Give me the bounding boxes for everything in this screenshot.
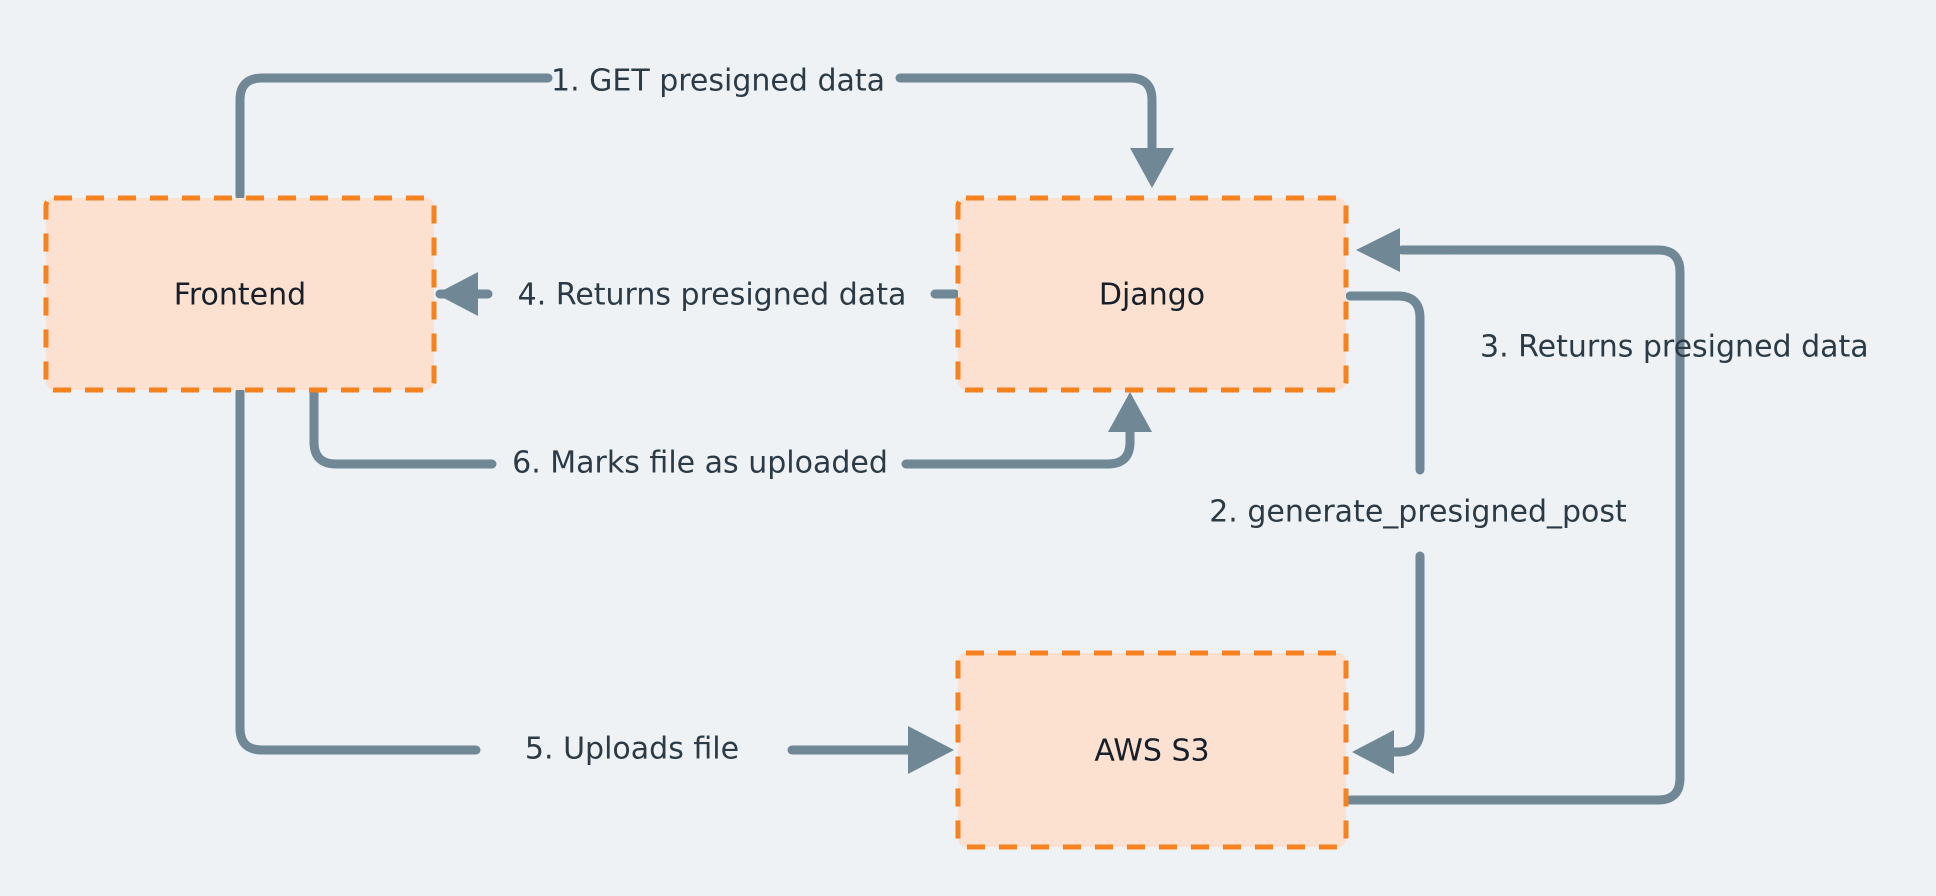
edge-1-arrowhead [1130,148,1174,188]
edge-6-path-left [309,387,497,469]
edge-5-label: 5. Uploads file [525,732,739,767]
edge-2-path-top [1345,291,1425,475]
edge-2-arrowhead [1352,730,1394,774]
node-frontend-label: Frontend [174,278,306,313]
edge-5-uploads-file: 5. Uploads file [235,387,954,774]
edge-6-label: 6. Marks file as uploaded [512,446,888,481]
edge-4-arrowhead [436,272,478,316]
edge-5-arrowhead [908,726,954,774]
edge-6-path-right [901,427,1135,469]
edge-4-returns-presigned-data: 4. Returns presigned data [435,272,960,316]
node-django[interactable]: Django [955,195,1349,393]
node-frontend-box[interactable] [43,195,437,393]
node-frontend[interactable]: Frontend [43,195,437,393]
node-django-box[interactable] [955,195,1349,393]
edge-3-returns-presigned-data: 3. Returns presigned data [1345,228,1869,805]
edge-2-path-bottom [1373,551,1425,757]
edge-2-label: 2. generate_presigned_post [1209,495,1627,530]
edge-6-arrowhead [1108,392,1152,432]
edge-1-path-right [895,73,1157,155]
edge-1-get-presigned-data: 1. GET presigned data [235,64,1174,201]
node-django-label: Django [1099,278,1205,313]
edge-3-path [1345,245,1685,805]
edge-1-path-left [235,73,553,201]
node-aws-s3-box[interactable] [955,650,1349,850]
edge-6-marks-file-as-uploaded: 6. Marks file as uploaded [309,387,1152,481]
edge-5-path-left [235,387,481,755]
node-aws-s3-label: AWS S3 [1094,734,1209,769]
node-aws-s3[interactable]: AWS S3 [955,650,1349,850]
edge-1-label: 1. GET presigned data [551,64,885,99]
edge-3-arrowhead [1356,228,1400,272]
edge-2-generate-presigned-post: 2. generate_presigned_post [1209,291,1627,774]
edge-3-label: 3. Returns presigned data [1480,330,1869,365]
edge-4-label: 4. Returns presigned data [518,278,907,313]
